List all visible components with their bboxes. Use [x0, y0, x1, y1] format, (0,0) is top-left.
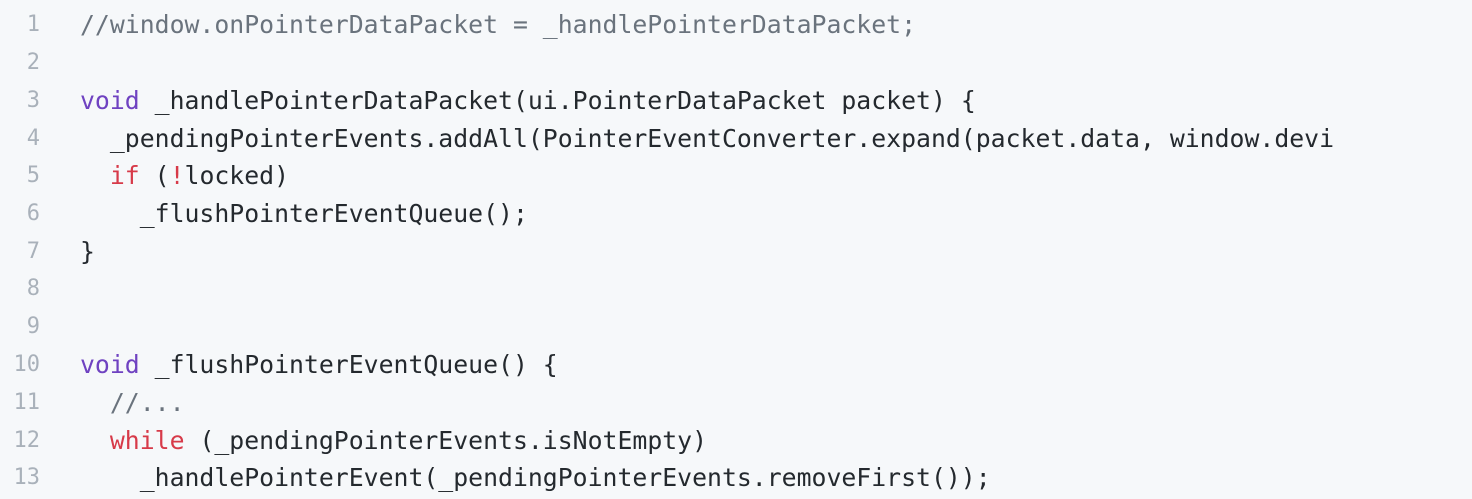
line-number: 11 — [13, 389, 41, 415]
line-number: 6 — [26, 200, 40, 226]
line-number: 1 — [26, 11, 40, 37]
code-line-9: 9 — [0, 307, 1472, 345]
line-number: 8 — [26, 275, 40, 301]
code-line-6: 6 _flushPointerEventQueue(); — [0, 194, 1472, 232]
code-paren: ( — [139, 160, 170, 190]
not-operator: ! — [169, 160, 185, 190]
code-line-12: 12 while (_pendingPointerEvents.isNotEmp… — [0, 421, 1472, 459]
line-number: 9 — [26, 313, 40, 339]
indent — [80, 426, 110, 455]
code-text[interactable] — [80, 269, 1472, 307]
keyword-void: void — [80, 85, 140, 115]
line-number: 13 — [13, 464, 41, 490]
indent — [80, 161, 110, 190]
line-number: 2 — [26, 49, 40, 75]
code-text[interactable]: _pendingPointerEvents.addAll(PointerEven… — [80, 123, 1335, 153]
code-text[interactable] — [80, 43, 1472, 81]
code-text[interactable]: } — [80, 236, 95, 266]
line-number: 10 — [13, 351, 41, 377]
code-text[interactable] — [80, 307, 1472, 345]
code-line-4: 4 _pendingPointerEvents.addAll(PointerEv… — [0, 119, 1472, 157]
line-number: 12 — [13, 427, 41, 453]
comment-text: //window.onPointerDataPacket = _handlePo… — [80, 9, 917, 39]
keyword-while: while — [109, 425, 185, 455]
keyword-void: void — [80, 349, 140, 379]
code-text[interactable]: if (!locked) — [80, 156, 1472, 194]
code-line-11: 11 //... — [0, 383, 1472, 421]
code-line-7: 7 } — [0, 232, 1472, 270]
code-line-3: 3 void _handlePointerDataPacket(ui.Point… — [0, 81, 1472, 119]
comment-text: //... — [80, 387, 185, 417]
code-line-1: 1 //window.onPointerDataPacket = _handle… — [0, 5, 1472, 43]
code-line-8: 8 — [0, 269, 1472, 307]
line-number: 5 — [26, 162, 40, 188]
code-text[interactable]: //window.onPointerDataPacket = _handlePo… — [80, 5, 1472, 43]
code-text[interactable]: //... — [80, 383, 1472, 421]
code-rest: _handlePointerDataPacket(ui.PointerDataP… — [139, 85, 976, 115]
line-number: 3 — [26, 87, 40, 113]
code-rest: _flushPointerEventQueue() { — [139, 349, 558, 379]
code-text[interactable]: _flushPointerEventQueue(); — [80, 198, 528, 228]
code-text[interactable]: void _flushPointerEventQueue() { — [80, 345, 1472, 383]
code-rest: (_pendingPointerEvents.isNotEmpty) — [184, 425, 708, 455]
code-line-2: 2 — [0, 43, 1472, 81]
code-rest: locked) — [184, 160, 290, 190]
code-line-5: 5 if (!locked) — [0, 156, 1472, 194]
keyword-if: if — [109, 160, 140, 190]
code-line-10: 10 void _flushPointerEventQueue() { — [0, 345, 1472, 383]
line-number: 7 — [26, 238, 40, 264]
code-text[interactable]: void _handlePointerDataPacket(ui.Pointer… — [80, 81, 1472, 119]
code-text[interactable]: _handlePointerEvent(_pendingPointerEvent… — [80, 462, 991, 492]
code-line-13: 13 _handlePointerEvent(_pendingPointerEv… — [0, 458, 1472, 496]
line-number: 4 — [26, 125, 40, 151]
code-text[interactable]: while (_pendingPointerEvents.isNotEmpty) — [80, 421, 1472, 459]
